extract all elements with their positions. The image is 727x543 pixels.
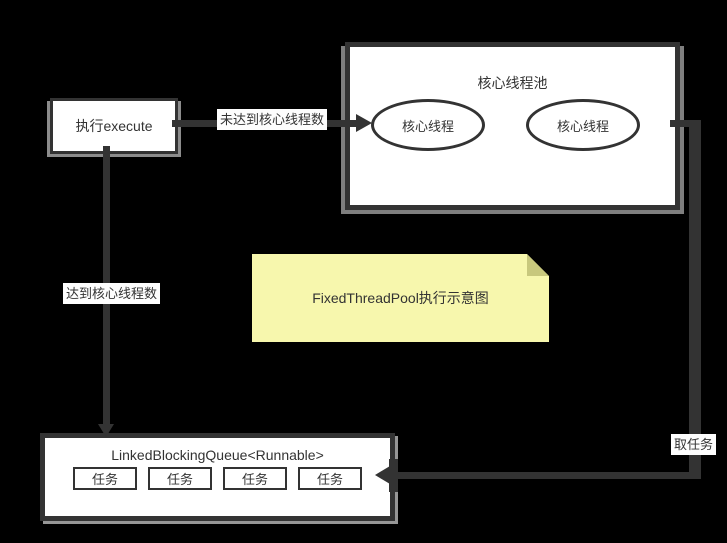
core-thread-ellipse: 核心线程 <box>526 99 640 151</box>
core-thread-ellipse: 核心线程 <box>371 99 485 151</box>
edge-take-task-tick <box>389 459 398 492</box>
task-box: 任务 <box>73 467 137 490</box>
core-thread-label: 核心线程 <box>401 118 454 134</box>
sticky-note: FixedThreadPool执行示意图 <box>252 254 549 342</box>
edge-label-not-reached: 未达到核心线程数 <box>217 109 328 130</box>
task-label: 任务 <box>91 472 118 487</box>
edge-take-task-vertical <box>689 123 701 479</box>
core-thread-label: 核心线程 <box>556 118 609 134</box>
execute-box-label: 执行execute <box>75 118 153 134</box>
core-thread-pool-title: 核心线程池 <box>477 75 548 91</box>
task-label: 任务 <box>316 472 343 487</box>
task-row: 任务 任务 任务 任务 <box>45 467 390 490</box>
task-box: 任务 <box>148 467 212 490</box>
execute-box: 执行execute <box>50 98 178 154</box>
task-box: 任务 <box>298 467 362 490</box>
task-label: 任务 <box>166 472 193 487</box>
blocking-queue-box: LinkedBlockingQueue<Runnable> 任务 任务 任务 任… <box>40 433 395 521</box>
edge-take-task-horizontal <box>398 472 701 479</box>
blocking-queue-title: LinkedBlockingQueue<Runnable> <box>111 447 324 463</box>
arrowhead-left-icon <box>375 466 390 484</box>
edge-label-take-task: 取任务 <box>671 434 717 455</box>
note-fold-corner-icon <box>527 254 549 276</box>
core-thread-pool-box: 核心线程池 核心线程 核心线程 <box>345 42 680 210</box>
edge-pool-exit-stub <box>670 120 701 127</box>
task-box: 任务 <box>223 467 287 490</box>
arrowhead-right-icon <box>356 114 372 132</box>
arrowhead-down-icon <box>98 424 114 437</box>
note-title: FixedThreadPool执行示意图 <box>312 290 489 306</box>
task-label: 任务 <box>241 472 268 487</box>
edge-label-reached: 达到核心线程数 <box>63 283 161 304</box>
